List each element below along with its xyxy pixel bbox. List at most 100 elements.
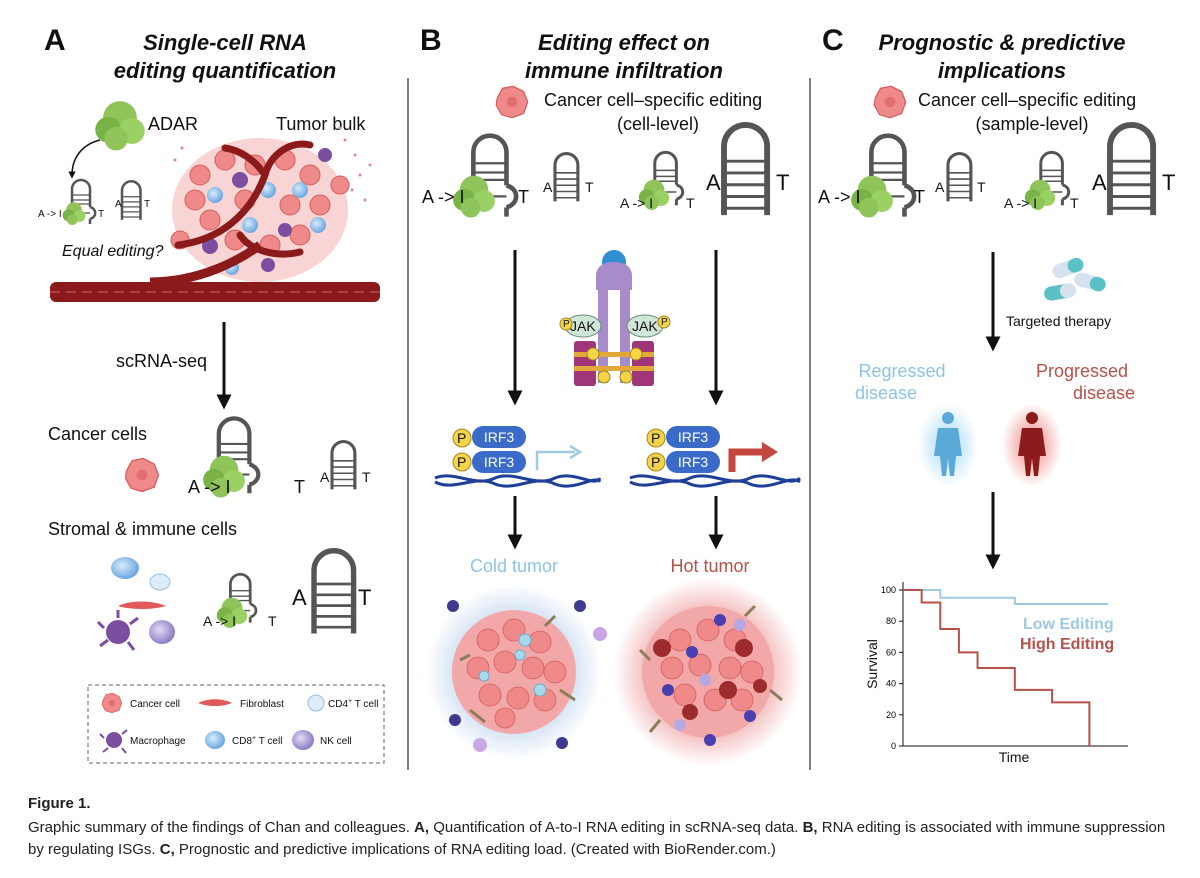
a-b-left: A [543, 179, 553, 195]
panel-c: C Prognostic & predictive implications C… [818, 24, 1175, 765]
unedited-hairpin-cancer [330, 439, 357, 491]
pill-icon [1044, 257, 1106, 301]
a-to-i-stromal: A -> I [203, 613, 236, 629]
panel-c-letter: C [822, 24, 844, 57]
a-b-right: A [706, 170, 721, 195]
caption-c-text: Prognostic and predictive implications o… [174, 841, 776, 858]
p-irf3-right-2: P [651, 454, 660, 470]
caption-a-text: Quantification of A-to-I RNA editing in … [429, 819, 803, 836]
tumor-bulk-illustration [170, 126, 372, 282]
equal-editing-label: Equal editing? [62, 243, 164, 260]
adar-icon [95, 101, 145, 151]
legend-low-editing: Low Editing [1023, 616, 1114, 633]
t-b-left-2: T [585, 179, 594, 195]
t-c-left-2: T [977, 179, 986, 195]
hot-tumor-illustration [614, 578, 802, 766]
caption-a-label: A, [414, 819, 430, 836]
km-y-tick-label: 40 [886, 679, 896, 689]
adar-on-rna-small [62, 202, 86, 225]
legend-nk-icon [292, 730, 314, 750]
caption-b-text: RNA editing is associated with immune su… [28, 819, 1166, 858]
progressed-line2: disease [1073, 383, 1135, 403]
cancer-cell-icon [124, 457, 160, 493]
irf3-left-2: IRF3 [484, 454, 515, 470]
legend-fibroblast: Fibroblast [240, 699, 284, 710]
t-stromal-2: T [358, 585, 371, 610]
unedited-hairpin-c-left [946, 151, 973, 203]
caption-text-1: Graphic summary of the findings of Chan … [28, 819, 415, 836]
caption-c-label: C, [159, 841, 175, 858]
panel-b: B Editing effect on immune infiltration … [420, 24, 802, 766]
panel-c-title-2: implications [938, 58, 1066, 83]
figure-caption: Figure 1. Graphic summary of the finding… [28, 793, 1178, 861]
cancer-cells-label: Cancer cells [48, 424, 147, 444]
legend-cd4: CD4+ T cell [328, 698, 378, 710]
a-to-i-small: A -> I [38, 209, 62, 220]
progressed-person-icon [1002, 403, 1062, 487]
unedited-hairpin-b-right [724, 125, 767, 215]
panel-b-title-2: immune infiltration [525, 58, 723, 83]
a-to-i-cancer: A -> I [188, 477, 231, 497]
p-irf3-left-1: P [457, 430, 466, 446]
p-irf3-left-2: P [457, 454, 466, 470]
panel-a-letter: A [44, 24, 66, 57]
a-to-i-c-right: A -> I [1004, 195, 1037, 211]
legend-macrophage-icon [99, 729, 128, 754]
a-c-right: A [1092, 170, 1107, 195]
a-c-left: A [935, 179, 945, 195]
hot-tumor-label: Hot tumor [670, 556, 749, 576]
panel-b-title-1: Editing effect on [538, 30, 710, 55]
adar-arrow [68, 139, 101, 179]
t-c-right: T [1070, 195, 1079, 211]
legend-macrophage: Macrophage [130, 736, 186, 747]
figure-canvas: A Single-cell RNA editing quantification… [38, 24, 1175, 770]
t-cancer: T [294, 477, 305, 497]
km-y-label: Survival [864, 639, 880, 689]
t-stromal: T [268, 613, 277, 629]
t-small: T [98, 209, 104, 220]
irf3-left: P P IRF3 IRF3 [434, 426, 602, 488]
legend-fibroblast-icon [198, 699, 232, 706]
km-y-tick-label: 60 [886, 647, 896, 657]
caption-title: Figure 1. [28, 795, 91, 812]
a-small: A [115, 199, 122, 210]
legend-cd4-icon [307, 694, 325, 712]
unedited-hairpin-b-left [553, 151, 580, 203]
c-editing-line2: (sample-level) [975, 114, 1088, 134]
stromal-label: Stromal & immune cells [48, 519, 237, 539]
km-y-tick-label: 80 [886, 616, 896, 626]
t-b-right-2: T [776, 170, 789, 195]
p-label-1: P [563, 319, 570, 330]
a-to-i-c-left: A -> I [818, 187, 861, 207]
t-c-right-2: T [1162, 170, 1175, 195]
cold-tumor-illustration [426, 584, 607, 760]
a-stromal: A [292, 585, 307, 610]
cell-legend: Cancer cell Fibroblast CD4+ T cell Macro… [87, 684, 385, 764]
jak-right-label: JAK [632, 318, 658, 334]
targeted-therapy-label: Targeted therapy [1006, 313, 1111, 329]
t-c-left: T [914, 187, 925, 207]
c-editing-line1: Cancer cell–specific editing [918, 90, 1136, 110]
jak-receptor-illustration: JAK JAK P P [559, 250, 671, 386]
a-cancer: A [320, 469, 330, 485]
tumor-bulk-label: Tumor bulk [276, 114, 366, 134]
t-cancer-2: T [362, 469, 371, 485]
caption-b-label: B, [802, 819, 818, 836]
high-editing-line [903, 589, 1091, 746]
cancer-cell-icon-b [495, 85, 529, 119]
unedited-hairpin-small [120, 179, 142, 222]
a-to-i-b-left: A -> I [422, 187, 465, 207]
p-label-2: P [661, 317, 668, 328]
legend-cancer-cell-icon [101, 692, 123, 714]
panel-a: A Single-cell RNA editing quantification… [38, 24, 385, 764]
irf3-right-1: IRF3 [678, 429, 709, 445]
t-b-right: T [686, 195, 695, 211]
regressed-person-icon [918, 403, 978, 487]
cancer-cell-icon-c [873, 85, 907, 119]
unedited-hairpin-c-right [1110, 125, 1153, 215]
legend-cancer-cell: Cancer cell [130, 699, 180, 710]
legend-cd8-icon [205, 731, 225, 749]
panel-a-title-2: editing quantification [114, 58, 336, 83]
km-y-tick-label: 100 [881, 585, 896, 595]
